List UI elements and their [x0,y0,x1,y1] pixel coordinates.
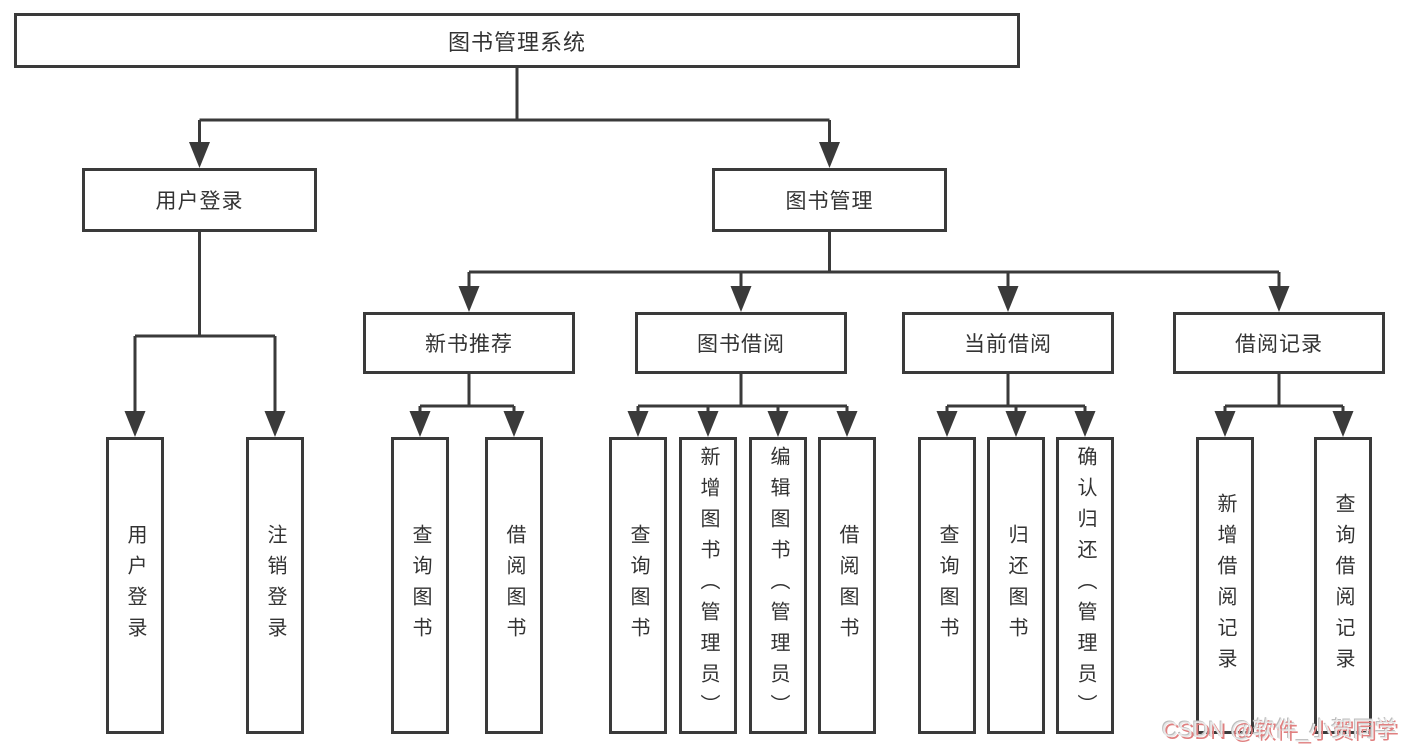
arrowhead [1268,286,1290,312]
arrowhead [1332,411,1354,437]
connector-book-borrow-to-leaves [627,374,858,437]
node-current-borrow: 当前借阅 [902,312,1114,374]
arrowhead [264,411,286,437]
arrowhead [836,411,858,437]
connector-root-to-level2 [189,68,840,168]
leaf-query-books-current: 查询图书 [918,437,976,734]
node-book-borrow: 图书借阅 [635,312,847,374]
arrowhead [503,411,525,437]
arrowhead [458,286,480,312]
arrowhead [697,411,719,437]
connector-new-book-recommend-to-leaves [409,374,525,437]
leaf-confirm-return-admin: 确认归还（管理员） [1056,437,1114,734]
arrowhead [124,411,146,437]
node-book-management: 图书管理 [712,168,947,232]
connector-borrow-records-to-leaves [1214,374,1354,437]
arrowhead [767,411,789,437]
leaf-query-borrow-record: 查询借阅记录 [1314,437,1372,734]
arrowhead [627,411,649,437]
connector-user-login-to-leaves [124,232,286,437]
arrowhead [1005,411,1027,437]
leaf-edit-books-admin: 编辑图书（管理员） [749,437,807,734]
arrowhead [189,142,210,168]
leaf-logout-login: 注销登录 [246,437,304,734]
arrowhead [730,286,752,312]
leaf-add-borrow-record: 新增借阅记录 [1196,437,1254,734]
arrowhead [997,286,1019,312]
arrowhead [819,142,840,168]
node-borrow-records: 借阅记录 [1173,312,1385,374]
arrowhead [409,411,431,437]
leaf-return-books: 归还图书 [987,437,1045,734]
node-user-login: 用户登录 [82,168,317,232]
watermark: CSDN @软件_小贺同学 [1161,717,1397,742]
leaf-query-books-borrow: 查询图书 [609,437,667,734]
arrowhead [936,411,958,437]
leaf-query-books-recommend: 查询图书 [391,437,449,734]
arrowhead [1074,411,1096,437]
leaf-user-login: 用户登录 [106,437,164,734]
connector-current-borrow-to-leaves [936,374,1096,437]
leaf-borrow-books: 借阅图书 [818,437,876,734]
node-new-book-recommend: 新书推荐 [363,312,575,374]
leaf-borrow-books-recommend: 借阅图书 [485,437,543,734]
node-root-system: 图书管理系统 [14,13,1020,68]
leaf-add-books-admin: 新增图书（管理员） [679,437,737,734]
arrowhead [1214,411,1236,437]
connector-book-management-to-level3 [458,232,1290,312]
